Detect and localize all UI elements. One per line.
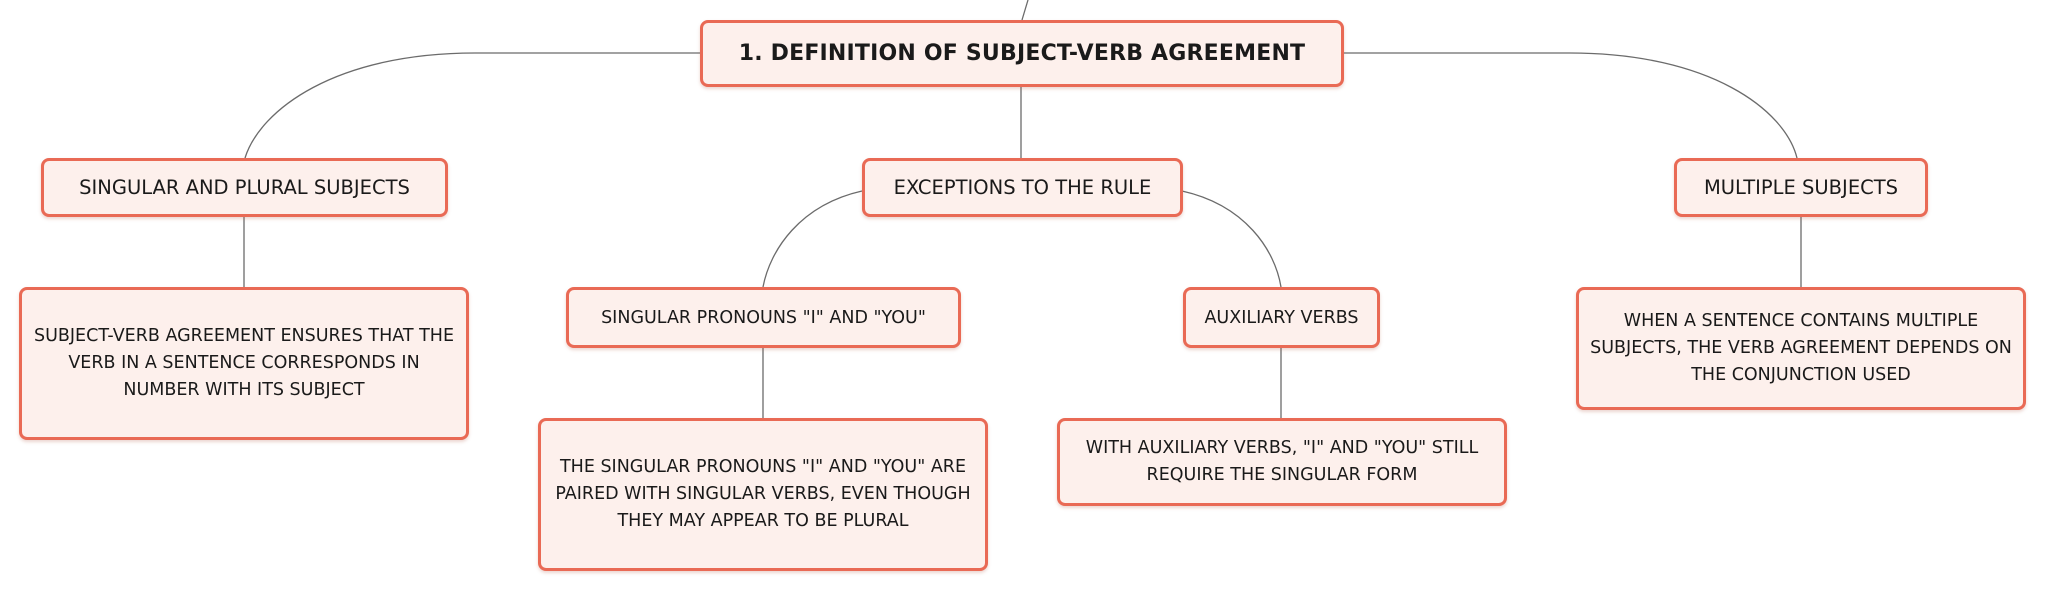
topic-node-multiple-subjects[interactable]: MULTIPLE SUBJECTS [1674, 158, 1928, 217]
detail-node-singular-pronouns[interactable]: THE SINGULAR PRONOUNS "I" AND "YOU" ARE … [538, 418, 988, 571]
root-topic-node[interactable]: 1. DEFINITION OF SUBJECT-VERB AGREEMENT [700, 20, 1344, 87]
topic-label: SINGULAR AND PLURAL SUBJECTS [79, 176, 410, 199]
connector-exceptions-to-auxiliary [1181, 190, 1282, 288]
subtopic-label: SINGULAR PRONOUNS "I" AND "YOU" [601, 307, 926, 328]
topic-node-exceptions-to-the-rule[interactable]: EXCEPTIONS TO THE RULE [862, 158, 1183, 217]
detail-text: WHEN A SENTENCE CONTAINS MULTIPLE SUBJEC… [1590, 311, 2012, 385]
detail-node-auxiliary-verbs[interactable]: WITH AUXILIARY VERBS, "I" AND "YOU" STIL… [1057, 418, 1507, 506]
connector-to-parent [1021, 0, 1029, 21]
topic-label: MULTIPLE SUBJECTS [1703, 176, 1899, 199]
subtopic-node-singular-pronouns[interactable]: SINGULAR PRONOUNS "I" AND "YOU" [566, 287, 961, 348]
detail-text: SUBJECT-VERB AGREEMENT ENSURES THAT THE … [33, 326, 455, 400]
connector-exceptions-to-pronouns [762, 190, 863, 288]
subtopic-label: AUXILIARY VERBS [1204, 307, 1359, 328]
connector-root-to-multiple-subjects [1344, 52, 1798, 159]
topic-node-singular-plural-subjects[interactable]: SINGULAR AND PLURAL SUBJECTS [41, 158, 448, 217]
detail-text: THE SINGULAR PRONOUNS "I" AND "YOU" ARE … [555, 457, 971, 531]
connector-root-to-singular-plural [244, 52, 700, 159]
detail-text: WITH AUXILIARY VERBS, "I" AND "YOU" STIL… [1085, 438, 1479, 485]
subtopic-node-auxiliary-verbs[interactable]: AUXILIARY VERBS [1183, 287, 1380, 348]
detail-node-multiple-subjects[interactable]: WHEN A SENTENCE CONTAINS MULTIPLE SUBJEC… [1576, 287, 2026, 410]
root-topic-label: 1. DEFINITION OF SUBJECT-VERB AGREEMENT [738, 41, 1306, 66]
topic-label: EXCEPTIONS TO THE RULE [893, 176, 1152, 199]
detail-node-singular-plural-subjects[interactable]: SUBJECT-VERB AGREEMENT ENSURES THAT THE … [19, 287, 469, 440]
